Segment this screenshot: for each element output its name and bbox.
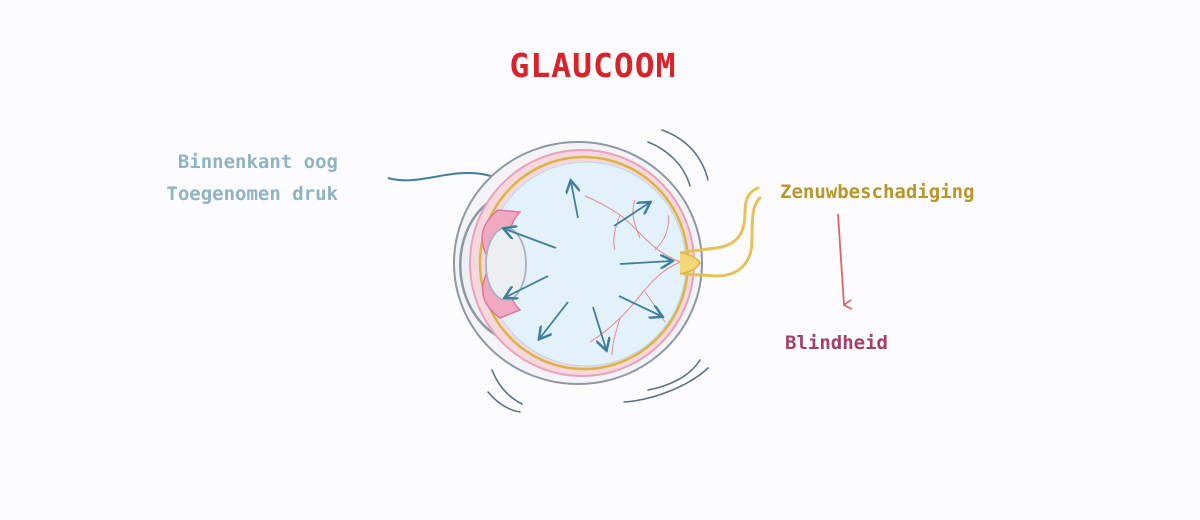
nerve-damage-label: Zenuwbeschadiging bbox=[780, 181, 975, 203]
pressure-arrow bbox=[540, 301, 569, 338]
pressure-arrows bbox=[505, 182, 671, 349]
inside-eye-label: Binnenkant oog Toegenomen druk bbox=[166, 146, 338, 210]
pressure-arrow bbox=[613, 203, 649, 227]
pressure-arrow bbox=[619, 261, 671, 264]
optic-disc bbox=[679, 251, 701, 275]
pressure-arrow bbox=[571, 182, 578, 219]
pressure-arrow bbox=[618, 295, 661, 316]
optic-nerve bbox=[682, 186, 762, 278]
progression-arrow bbox=[837, 213, 844, 305]
diagram-title: GLAUCOOM bbox=[509, 46, 677, 85]
inside-eye-label-line2: Toegenomen druk bbox=[166, 183, 338, 205]
pressure-strokes bbox=[487, 129, 709, 413]
pressure-arrow bbox=[506, 275, 549, 297]
blindness-label: Blindheid bbox=[785, 332, 888, 354]
pressure-arrow bbox=[505, 229, 557, 249]
inside-eye-label-line1: Binnenkant oog bbox=[177, 151, 338, 173]
retinal-vessels bbox=[584, 195, 681, 356]
pressure-arrow bbox=[592, 306, 606, 349]
